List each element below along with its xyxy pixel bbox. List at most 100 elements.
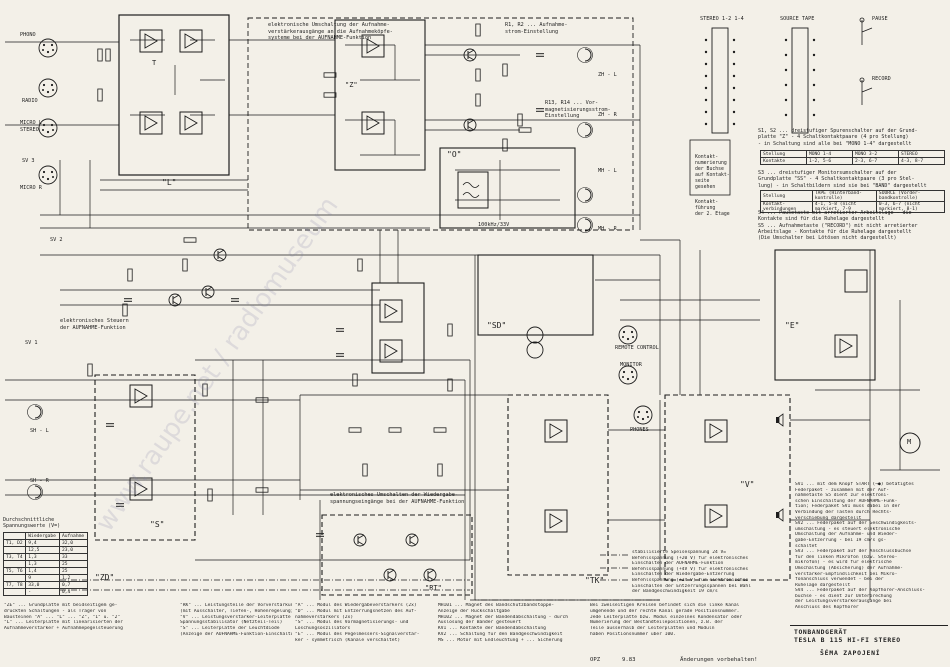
opamp-zd-1 [129, 384, 153, 408]
right-notes-s3: S3 ... dreistufiger Monitorsumschalter a… [758, 170, 927, 189]
label-record: RECORD [872, 76, 891, 82]
block-rt-frame [321, 514, 473, 596]
label-block-sd: "SD" [487, 321, 507, 330]
label-micro-r: MICRO R [20, 185, 42, 191]
footer-opz: OPZ [590, 657, 601, 663]
note-kontakt-2: Kontakt- führung der 2. Etage [695, 200, 730, 217]
speaker-r [775, 508, 784, 522]
motor-symbol [899, 432, 921, 454]
title-device: TONBANDGERÄT TESLA B 115 HI-FI STEREO [794, 628, 901, 644]
label-block-rt: "RT" [425, 584, 442, 592]
jack-phones [633, 405, 653, 425]
footer-date: 9.83 [622, 657, 636, 663]
block-l-frame [118, 14, 230, 176]
opamp-e-1 [834, 334, 858, 358]
block-o-frame [439, 147, 576, 229]
label-micro-l: MICRO L STEREO [20, 120, 42, 133]
legend-bottom-4: MH101 ... Magnet des Bandschutzbandstopp… [438, 603, 568, 643]
block-v-frame [664, 394, 791, 581]
opamp-tk-1 [544, 419, 568, 443]
label-zh-l: ZH - L [598, 72, 617, 78]
head-sh-l [27, 404, 43, 420]
legend-bottom-1: "ZE" ... Grundplatte mit beidseitigem ge… [4, 603, 123, 632]
switch-s3-stack [791, 27, 809, 134]
switch-contacts [704, 38, 816, 126]
oscillator-module [457, 171, 489, 209]
note-head: Kontakt- numerierung der Buchse auf Kont… [695, 155, 730, 190]
block-e-frame [774, 249, 876, 381]
opamp-sd-1 [379, 299, 403, 323]
module-z-frame [334, 19, 426, 171]
head-sh-r [27, 484, 43, 500]
note-playback-switch: elektronisches Umschalten der Wiedergabe… [330, 492, 465, 505]
label-block-o: "O" [447, 150, 462, 159]
note-zd-switch: elektronisches Steuern der AUFNAHME-Funk… [60, 318, 129, 331]
label-block-tk: "TK" [585, 576, 605, 585]
label-zh-r: ZH - R [598, 112, 617, 118]
label-radio: RADIO [22, 98, 38, 104]
label-sv1: SV 1 [25, 340, 38, 346]
label-block-z: "Z" [345, 81, 358, 89]
connectors [27, 27, 921, 522]
switch-s1-stack [711, 27, 729, 134]
op-amps [129, 29, 868, 533]
transistor-t8 [423, 568, 437, 582]
opamp-z-2 [361, 111, 385, 135]
label-block-v: "V" [740, 480, 755, 489]
legend-lines: stabilisierte Speisespannung 24 V=Befehl… [632, 550, 751, 595]
legend-bottom-3: "A" ... Modul des Wiedergabeverstärkers … [295, 603, 420, 643]
opamp-l-1 [139, 29, 163, 53]
footer-changes: Änderungen vorbehalten! [680, 657, 758, 663]
block-tk-frame [507, 394, 609, 576]
led-ir [526, 341, 544, 359]
label-block-zd: "ZD" [95, 573, 115, 582]
transistor-t2b [201, 285, 215, 299]
opamp-l-2 [179, 29, 203, 53]
title-sheet: ŠÉMA ZAPOJENÍ [820, 649, 881, 657]
opamp-v-1 [704, 419, 728, 443]
block-z-frame [247, 17, 634, 231]
label-source-tape: SOURCE TAPE [780, 16, 815, 22]
legend-switches: SV1 ... mit dem Knopf START (→●) betätig… [795, 482, 925, 611]
right-notes: S1, S2 ... dreistufiger Spurenschalter a… [758, 128, 918, 147]
jack-monitor [618, 365, 638, 385]
socket-pinout [689, 139, 731, 196]
transistor-t2 [463, 118, 477, 132]
wiring-lines [5, 14, 940, 601]
level-table-title: Durchschnittliche Spannungswerte (V=) [3, 517, 61, 530]
jack-remote [618, 325, 638, 345]
note-r1r2: R1, R2 ... Aufnahme- strom-Einstellung [505, 22, 568, 35]
label-stereo: STEREO 1-2 1-4 [700, 16, 744, 22]
label-sh-r: SH - R [30, 478, 49, 484]
label-mh-r: MH - R [598, 226, 617, 232]
head-zh-r [577, 122, 593, 138]
right-notes-s4s5: S4 ... Pausetaste mit arretierter Arbeit… [758, 210, 918, 242]
label-pause: PAUSE [872, 16, 888, 22]
meter-module [844, 269, 868, 293]
label-block-e: "E" [785, 321, 800, 330]
transistor-t6 [405, 533, 419, 547]
label-motor: M [907, 438, 912, 446]
legend-bottom-5: Bei zweiseitigen Kreisen befindet sich d… [590, 603, 743, 637]
jack-radio [38, 78, 58, 98]
note-electronic-switch: elektronische Umschaltung der Aufnahme- … [268, 22, 393, 42]
label-block-s: "S" [150, 520, 165, 529]
label-phono: PHONO [20, 32, 36, 38]
opamp-sd-2 [379, 339, 403, 363]
label-phones: PHONES [630, 427, 649, 433]
head-mh-l [577, 187, 593, 203]
title-block: TONBANDGERÄT TESLA B 115 HI-FI STEREO ŠÉ… [790, 625, 948, 666]
label-remote: REMOTE CONTROL [615, 345, 659, 351]
note-r13r14: R13, R14 ... Vor- magnetisierungsstrom- … [545, 100, 611, 120]
opamp-tk-2 [544, 509, 568, 533]
label-sh-l: SH - L [30, 428, 49, 434]
transistor-t7 [383, 568, 397, 582]
label-mh-l: MH - L [598, 168, 617, 174]
transistor-t3 [168, 293, 182, 307]
label-sv3: SV 3 [22, 158, 35, 164]
